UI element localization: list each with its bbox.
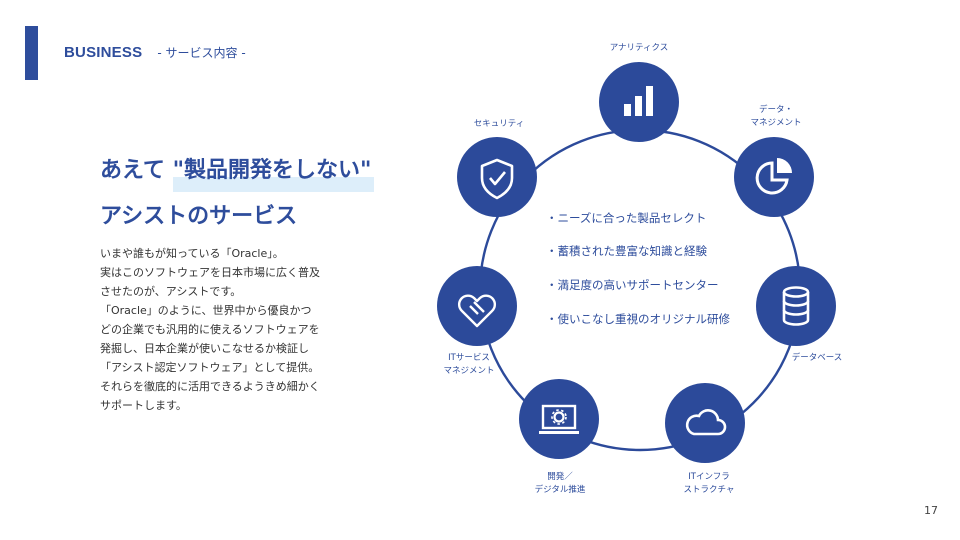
feature-item: ・満足度の高いサポートセンター [546, 278, 719, 292]
node-it-service-management [437, 266, 517, 346]
node-label-security: セキュリティ [473, 119, 525, 129]
monitor-gear-icon [539, 404, 579, 434]
page-number: 17 [924, 504, 938, 517]
node-label-it-service-management: ITサービス マネジメント [443, 353, 495, 376]
node-database [756, 266, 836, 346]
body-line: どの企業でも汎用的に使えるソフトウェアを [100, 323, 320, 336]
node-circle [457, 137, 537, 217]
section-subtitle: - サービス内容 - [157, 46, 246, 60]
body-line: 「アシスト認定ソフトウェア」として提供。 [100, 361, 320, 374]
body-line: いまや誰もが知っている「Oracle」。 [100, 247, 284, 260]
feature-item: ・蓄積された豊富な知識と経験 [546, 244, 707, 258]
node-development [519, 379, 599, 459]
section-label: BUSINESS - サービス内容 - [64, 42, 246, 61]
body-line: それらを徹底的に活用できるようきめ細かく [100, 380, 320, 393]
handshake-heart-icon [457, 294, 497, 328]
node-circle [519, 379, 599, 459]
feature-item: ・使いこなし重視のオリジナル研修 [546, 312, 730, 326]
node-label-development: 開発／ デジタル推進 [534, 472, 586, 495]
node-label-data-management: データ・ マネジメント [750, 105, 802, 128]
headline-line-2: アシストのサービス [100, 204, 298, 229]
database-icon [782, 286, 810, 326]
node-analytics [599, 62, 679, 142]
body-line: させたのが、アシストです。 [100, 285, 242, 298]
body-line: 発掘し、日本企業が使いこなせるか検証し [100, 342, 309, 355]
bar-chart-icon [624, 86, 653, 116]
pie-chart-icon [755, 158, 792, 195]
section-title: BUSINESS [64, 44, 143, 61]
node-data-management [734, 137, 814, 217]
body-line: 実はこのソフトウェアを日本市場に広く普及 [100, 266, 320, 279]
node-it-infrastructure [665, 383, 745, 463]
headline-highlight: "製品開発をしない" [172, 148, 374, 194]
feature-item: ・ニーズに合った製品セレクト [546, 211, 707, 225]
node-label-it-infrastructure: ITインフラ ストラクチャ [683, 472, 735, 495]
headline: あえて "製品開発をしない" アシストのサービス [100, 148, 374, 240]
headline-prefix: あえて [100, 158, 165, 183]
node-circle [734, 137, 814, 217]
shield-check-icon [480, 158, 514, 200]
accent-bar [25, 26, 38, 80]
body-line: サポートします。 [100, 399, 187, 412]
body-line: 「Oracle」のように、世界中から優良かつ [100, 304, 312, 317]
node-label-database: データベース [791, 353, 843, 363]
node-security [457, 137, 537, 217]
node-circle [665, 383, 745, 463]
headline-line-1: あえて "製品開発をしない" [100, 148, 374, 194]
cloud-icon [685, 409, 727, 436]
node-label-analytics: アナリティクス [609, 43, 669, 53]
body-text: いまや誰もが知っている「Oracle」。 実はこのソフトウェアを日本市場に広く普… [100, 244, 350, 415]
